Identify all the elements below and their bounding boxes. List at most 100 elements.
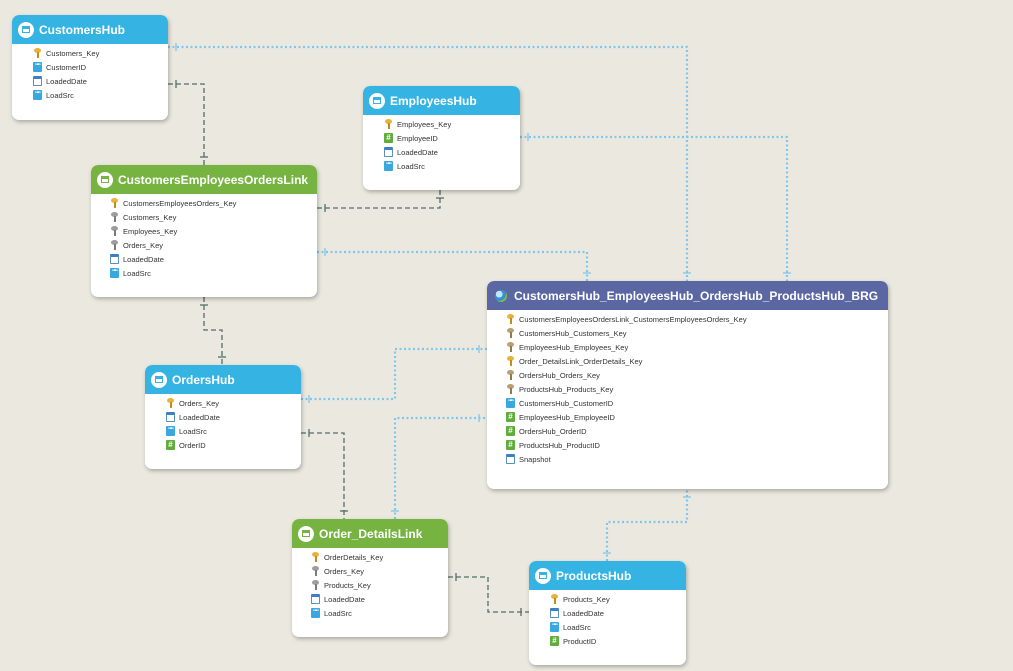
field-list: Products_KeyLoadedDateLoadSrcProductID [529, 590, 686, 648]
field-row[interactable]: LoadedDate [110, 252, 317, 266]
field-row[interactable]: CustomersHub_Customers_Key [506, 326, 888, 340]
entity-customershub[interactable]: CustomersHubCustomers_KeyCustomerIDLoade… [12, 15, 168, 120]
entity-title: OrdersHub [172, 372, 235, 387]
field-name: LoadSrc [46, 90, 74, 100]
number-type-icon [550, 636, 559, 646]
field-name: OrderDetails_Key [324, 552, 384, 562]
field-row[interactable]: OrdersHub_Orders_Key [506, 368, 888, 382]
entity-header[interactable]: CustomersHub [12, 15, 168, 44]
table-icon [369, 92, 385, 109]
key-icon [311, 552, 320, 562]
field-row[interactable]: Orders_Key [166, 396, 301, 410]
edge-employeeshub-brg [520, 135, 789, 281]
field-row[interactable]: LoadSrc [384, 159, 520, 173]
field-row[interactable]: EmployeeID [384, 131, 520, 145]
field-row[interactable]: Employees_Key [110, 224, 317, 238]
field-row[interactable]: Orders_Key [311, 564, 448, 578]
field-row[interactable]: LoadSrc [166, 424, 301, 438]
foreign-key-icon [110, 240, 119, 250]
entity-header[interactable]: Order_DetailsLink [292, 519, 448, 548]
field-row[interactable]: CustomersEmployeesOrdersLink_CustomersEm… [506, 312, 888, 326]
field-row[interactable]: LoadedDate [384, 145, 520, 159]
field-row[interactable]: Customers_Key [110, 210, 317, 224]
field-name: Products_Key [563, 594, 610, 604]
field-name: CustomersHub_CustomerID [519, 398, 614, 408]
field-row[interactable]: Order_DetailsLink_OrderDetails_Key [506, 354, 888, 368]
field-name: CustomersHub_Customers_Key [519, 328, 627, 338]
field-name: Orders_Key [123, 240, 164, 250]
field-row[interactable]: Customers_Key [33, 46, 168, 60]
field-row[interactable]: EmployeesHub_EmployeeID [506, 410, 888, 424]
field-row[interactable]: LoadedDate [550, 606, 686, 620]
field-row[interactable]: OrderDetails_Key [311, 550, 448, 564]
text-type-icon [384, 161, 393, 171]
field-row[interactable]: ProductsHub_ProductID [506, 438, 888, 452]
entity-header[interactable]: EmployeesHub [363, 86, 520, 115]
field-row[interactable]: Orders_Key [110, 238, 317, 252]
entity-brg[interactable]: CustomersHub_EmployeesHub_OrdersHub_Prod… [487, 281, 888, 489]
field-row[interactable]: ProductID [550, 634, 686, 648]
edge-ordershub-brg [301, 347, 487, 401]
field-row[interactable]: CustomersHub_CustomerID [506, 396, 888, 410]
field-name: LoadSrc [123, 268, 151, 278]
field-list: Customers_KeyCustomerIDLoadedDateLoadSrc [12, 44, 168, 102]
field-row[interactable]: OrderID [166, 438, 301, 452]
entity-title: EmployeesHub [390, 93, 477, 108]
edge-customershub-brg [168, 45, 689, 281]
edge-ordershub-orderdetailslink [301, 432, 345, 519]
field-row[interactable]: LoadSrc [550, 620, 686, 634]
field-name: LoadedDate [179, 412, 220, 422]
field-name: Orders_Key [179, 398, 220, 408]
table-icon [151, 371, 167, 388]
date-type-icon [506, 454, 515, 464]
field-row[interactable]: OrdersHub_OrderID [506, 424, 888, 438]
key-icon [110, 198, 119, 208]
field-row[interactable]: CustomersEmployeesOrders_Key [110, 196, 317, 210]
field-row[interactable]: Products_Key [550, 592, 686, 606]
field-row[interactable]: CustomerID [33, 60, 168, 74]
edge-ceolink-employeeshub [317, 190, 441, 209]
foreign-key-icon [110, 226, 119, 236]
field-row[interactable]: ProductsHub_Products_Key [506, 382, 888, 396]
number-type-icon [166, 440, 175, 450]
field-name: OrdersHub_OrderID [519, 426, 587, 436]
field-name: CustomersEmployeesOrders_Key [123, 198, 237, 208]
entity-productshub[interactable]: ProductsHubProducts_KeyLoadedDateLoadSrc… [529, 561, 686, 665]
table-icon [18, 21, 34, 38]
field-name: Customers_Key [123, 212, 177, 222]
foreign-key-icon [311, 566, 320, 576]
field-row[interactable]: LoadedDate [166, 410, 301, 424]
field-row[interactable]: EmployeesHub_Employees_Key [506, 340, 888, 354]
key-icon [506, 314, 515, 324]
field-row[interactable]: LoadedDate [311, 592, 448, 606]
field-row[interactable]: LoadSrc [110, 266, 317, 280]
foreign-key-icon [506, 328, 515, 338]
entity-title: CustomersEmployeesOrdersLink [118, 172, 309, 187]
entity-header[interactable]: CustomersHub_EmployeesHub_OrdersHub_Prod… [487, 281, 888, 310]
field-row[interactable]: LoadSrc [311, 606, 448, 620]
entity-header[interactable]: CustomersEmployeesOrdersLink [91, 165, 317, 194]
field-row[interactable]: Employees_Key [384, 117, 520, 131]
date-type-icon [166, 412, 175, 422]
field-row[interactable]: Products_Key [311, 578, 448, 592]
key-icon [550, 594, 559, 604]
edge-ceolink-ordershub [203, 297, 223, 365]
field-name: LoadedDate [397, 147, 438, 157]
field-name: ProductsHub_Products_Key [519, 384, 614, 394]
field-row[interactable]: LoadSrc [33, 88, 168, 102]
entity-ordershub[interactable]: OrdersHubOrders_KeyLoadedDateLoadSrcOrde… [145, 365, 301, 469]
field-name: ProductsHub_ProductID [519, 440, 600, 450]
field-list: CustomersEmployeesOrdersLink_CustomersEm… [487, 310, 888, 466]
text-type-icon [506, 398, 515, 408]
entity-header[interactable]: ProductsHub [529, 561, 686, 590]
field-row[interactable]: LoadedDate [33, 74, 168, 88]
entity-header[interactable]: OrdersHub [145, 365, 301, 394]
field-list: Employees_KeyEmployeeID LoadedDateLoadSrc [363, 115, 520, 173]
field-name: OrdersHub_Orders_Key [519, 370, 600, 380]
text-type-icon [110, 268, 119, 278]
field-row[interactable]: Snapshot [506, 452, 888, 466]
